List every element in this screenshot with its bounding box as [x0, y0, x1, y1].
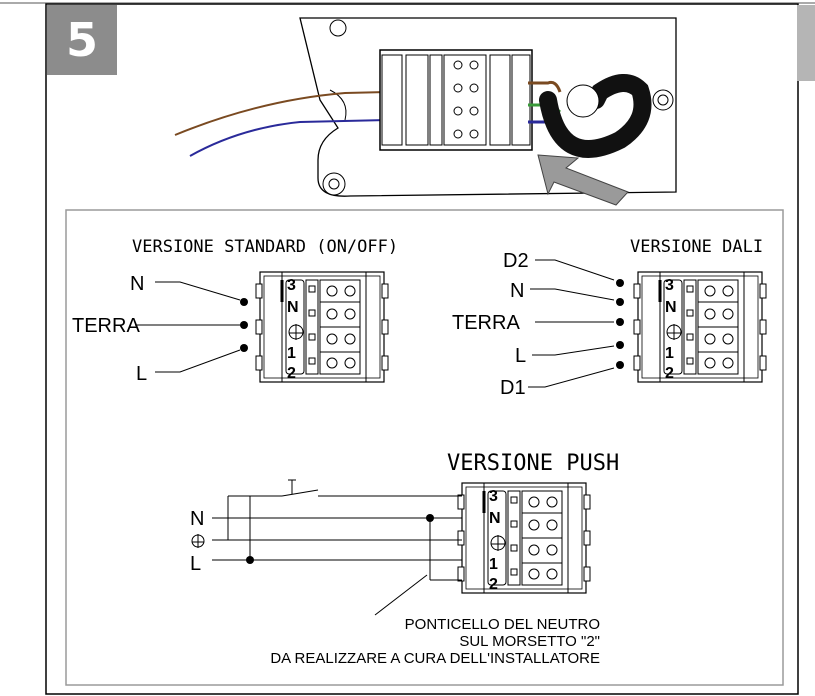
standard-terminal-digit: N — [287, 299, 299, 316]
dali-label-n: N — [510, 280, 524, 302]
standard-label-l: L — [136, 363, 147, 385]
push-terminal-digit: 3 — [489, 488, 498, 505]
standard-version: VERSIONE STANDARD (ON/OFF) N TERRA L 3 N… — [72, 237, 398, 385]
step-number-badge: 5 — [47, 5, 117, 75]
ground-icon — [490, 535, 506, 551]
push-label-n: N — [190, 508, 204, 530]
dali-terminal-digit: 3 — [665, 277, 674, 294]
standard-label-terra: TERRA — [72, 315, 140, 337]
push-terminal-digit: 2 — [489, 576, 498, 593]
installation-drawing — [174, 17, 677, 206]
push-terminal-digit: N — [489, 510, 501, 527]
push-terminal-digit: 1 — [489, 556, 498, 573]
push-note-line1: PONTICELLO DEL NEUTRO — [405, 616, 600, 633]
ground-icon — [191, 534, 205, 548]
dali-label-terra: TERRA — [452, 312, 520, 334]
next-step-tab — [797, 5, 815, 81]
push-title: VERSIONE PUSH — [447, 451, 619, 476]
push-label-l: L — [190, 553, 201, 575]
dali-terminal-digit: 2 — [665, 365, 674, 382]
push-note-line2: SUL MORSETTO "2" — [459, 633, 600, 650]
push-version: VERSIONE PUSH N L 3 — [190, 451, 619, 667]
outer-frame — [45, 3, 799, 695]
dali-version: VERSIONE DALI D2 N TERRA L D1 3 N 1 2 — [452, 237, 768, 399]
ground-icon — [288, 324, 304, 340]
push-note-line3: DA REALIZZARE A CURA DELL'INSTALLATORE — [270, 650, 600, 667]
dali-label-d1: D1 — [500, 377, 526, 399]
dali-label-l: L — [515, 345, 526, 367]
dali-label-d2: D2 — [503, 250, 529, 272]
dali-title: VERSIONE DALI — [630, 237, 763, 257]
wiring-box — [65, 209, 784, 686]
dali-terminal-digit: N — [665, 299, 677, 316]
standard-label-n: N — [130, 273, 144, 295]
standard-terminal-digit: 1 — [287, 345, 296, 362]
dali-terminal-digit: 1 — [665, 345, 674, 362]
standard-title: VERSIONE STANDARD (ON/OFF) — [132, 237, 398, 257]
ground-icon — [666, 324, 682, 340]
standard-terminal-digit: 2 — [287, 365, 296, 382]
standard-terminal-digit: 3 — [287, 277, 296, 294]
